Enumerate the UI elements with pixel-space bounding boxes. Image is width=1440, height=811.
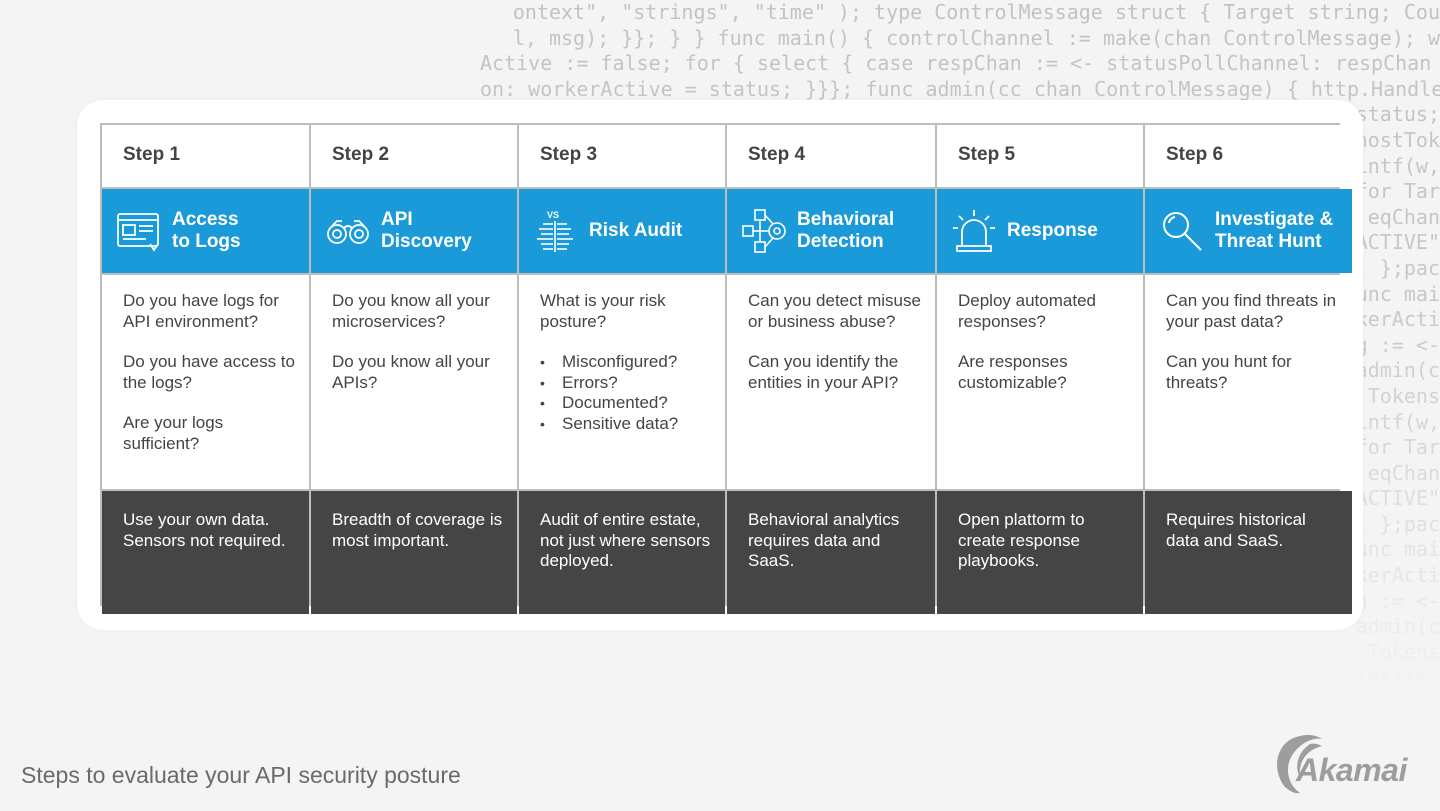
log-document-icon bbox=[116, 208, 162, 254]
question-text: Deploy automated responses? bbox=[958, 291, 1096, 331]
code-line: Active := false; for { select { case res… bbox=[480, 51, 1432, 76]
step-questions: Deploy automated responses? Are responses… bbox=[937, 275, 1143, 489]
step-note: Requires historical data and SaaS. bbox=[1145, 491, 1352, 614]
code-line: Tokens bbox=[1367, 383, 1440, 408]
step-title-line: Behavioral bbox=[797, 209, 895, 230]
question-bullet-list: Misconfigured?Errors?Documented?Sensitiv… bbox=[540, 352, 711, 434]
code-line: admin(c bbox=[1355, 358, 1440, 383]
code-line: intf(w, bbox=[1355, 409, 1440, 434]
question-text: Do you know all your APIs? bbox=[332, 352, 490, 392]
step-note: Behavioral analytics requires data and S… bbox=[727, 491, 935, 614]
risk-audit-icon: VS bbox=[533, 208, 579, 254]
question-text: Are your logs sufficient? bbox=[123, 413, 224, 453]
step-label: Step 3 bbox=[519, 125, 725, 187]
step-title-line: Investigate & bbox=[1215, 209, 1334, 230]
step-title: Response bbox=[1007, 220, 1098, 242]
step-questions: Can you find threats in your past data? C… bbox=[1145, 275, 1352, 489]
figure-caption: Steps to evaluate your API security post… bbox=[21, 762, 461, 788]
step-title-line: API bbox=[381, 209, 413, 230]
question-text: Can you detect misuse or business abuse? bbox=[748, 291, 921, 331]
question-text: Do you have access to the logs? bbox=[123, 352, 295, 392]
magnifier-icon bbox=[1159, 208, 1205, 254]
step-header: Response bbox=[937, 189, 1143, 273]
step-questions: Can you detect misuse or business abuse?… bbox=[727, 275, 935, 489]
question-text: Do you know all your microservices? bbox=[332, 291, 490, 331]
question-bullet: Documented? bbox=[540, 393, 711, 414]
step-note: Audit of entire estate, not just where s… bbox=[519, 491, 725, 614]
step-header: Investigate &Threat Hunt bbox=[1145, 189, 1352, 273]
question-bullet: Errors? bbox=[540, 373, 711, 394]
code-line: intf(w, bbox=[1355, 153, 1440, 178]
step-header: VS Risk Audit bbox=[519, 189, 725, 273]
step-questions: What is your risk posture? Misconfigured?… bbox=[519, 275, 725, 489]
step-title-line: Risk Audit bbox=[589, 220, 683, 241]
akamai-logo-icon bbox=[1277, 735, 1322, 794]
code-line: intf(w, bbox=[1355, 665, 1440, 690]
step-label: Step 6 bbox=[1145, 125, 1352, 187]
code-line: Tokens bbox=[1367, 639, 1440, 664]
code-line: l, msg); }}; } } func main() { controlCh… bbox=[512, 25, 1440, 50]
question-bullet: Sensitive data? bbox=[540, 414, 711, 435]
svg-text:VS: VS bbox=[547, 210, 559, 220]
question-text: Do you have logs for API environment? bbox=[123, 291, 279, 331]
step-questions: Do you know all your microservices? Do yo… bbox=[311, 275, 517, 489]
question-text: Are responses customizable? bbox=[958, 352, 1068, 392]
question-text: Can you find threats in your past data? bbox=[1166, 291, 1337, 331]
step-title-line: Discovery bbox=[381, 231, 472, 252]
step-label: Step 4 bbox=[727, 125, 935, 187]
akamai-logo-wordmark: Akamai bbox=[1296, 752, 1407, 788]
step-label: Step 1 bbox=[102, 125, 309, 187]
question-text: Can you identify the entities in your AP… bbox=[748, 352, 899, 392]
step-title-line: Detection bbox=[797, 231, 884, 252]
step-questions: Do you have logs for API environment? Do … bbox=[102, 275, 309, 489]
step-title: Risk Audit bbox=[589, 220, 682, 242]
question-bullet: Misconfigured? bbox=[540, 352, 711, 373]
step-title-line: Response bbox=[1007, 220, 1098, 241]
step-title-line: Threat Hunt bbox=[1215, 231, 1322, 252]
code-line: ACTIVE" bbox=[1355, 486, 1440, 511]
code-line: hostTok bbox=[1355, 127, 1440, 152]
code-line: on: workerActive = status; }}}; func adm… bbox=[480, 76, 1440, 101]
step-title-line: Access bbox=[172, 209, 239, 230]
step-note: Use your own data. Sensors not required. bbox=[102, 491, 309, 614]
code-line: ACTIVE" bbox=[1355, 230, 1440, 255]
step-label: Step 2 bbox=[311, 125, 517, 187]
code-line: eqChan bbox=[1367, 460, 1440, 485]
code-line: eqChan bbox=[1367, 204, 1440, 229]
step-note: Breadth of coverage is most important. bbox=[311, 491, 517, 614]
code-line: admin(c bbox=[1355, 614, 1440, 639]
step-note: Open plattorm to create response playboo… bbox=[937, 491, 1143, 614]
question-text: Can you hunt for threats? bbox=[1166, 352, 1292, 392]
alarm-siren-icon bbox=[951, 208, 997, 254]
binoculars-icon bbox=[325, 208, 371, 254]
question-text: What is your risk posture? bbox=[540, 291, 666, 331]
step-title-line: to Logs bbox=[172, 231, 241, 252]
code-line: ontext", "strings", "time" ); type Contr… bbox=[512, 0, 1440, 24]
step-label: Step 5 bbox=[937, 125, 1143, 187]
step-title: Investigate &Threat Hunt bbox=[1215, 209, 1333, 253]
code-line: for Tar bbox=[1355, 691, 1440, 716]
behavior-network-icon bbox=[741, 208, 787, 254]
